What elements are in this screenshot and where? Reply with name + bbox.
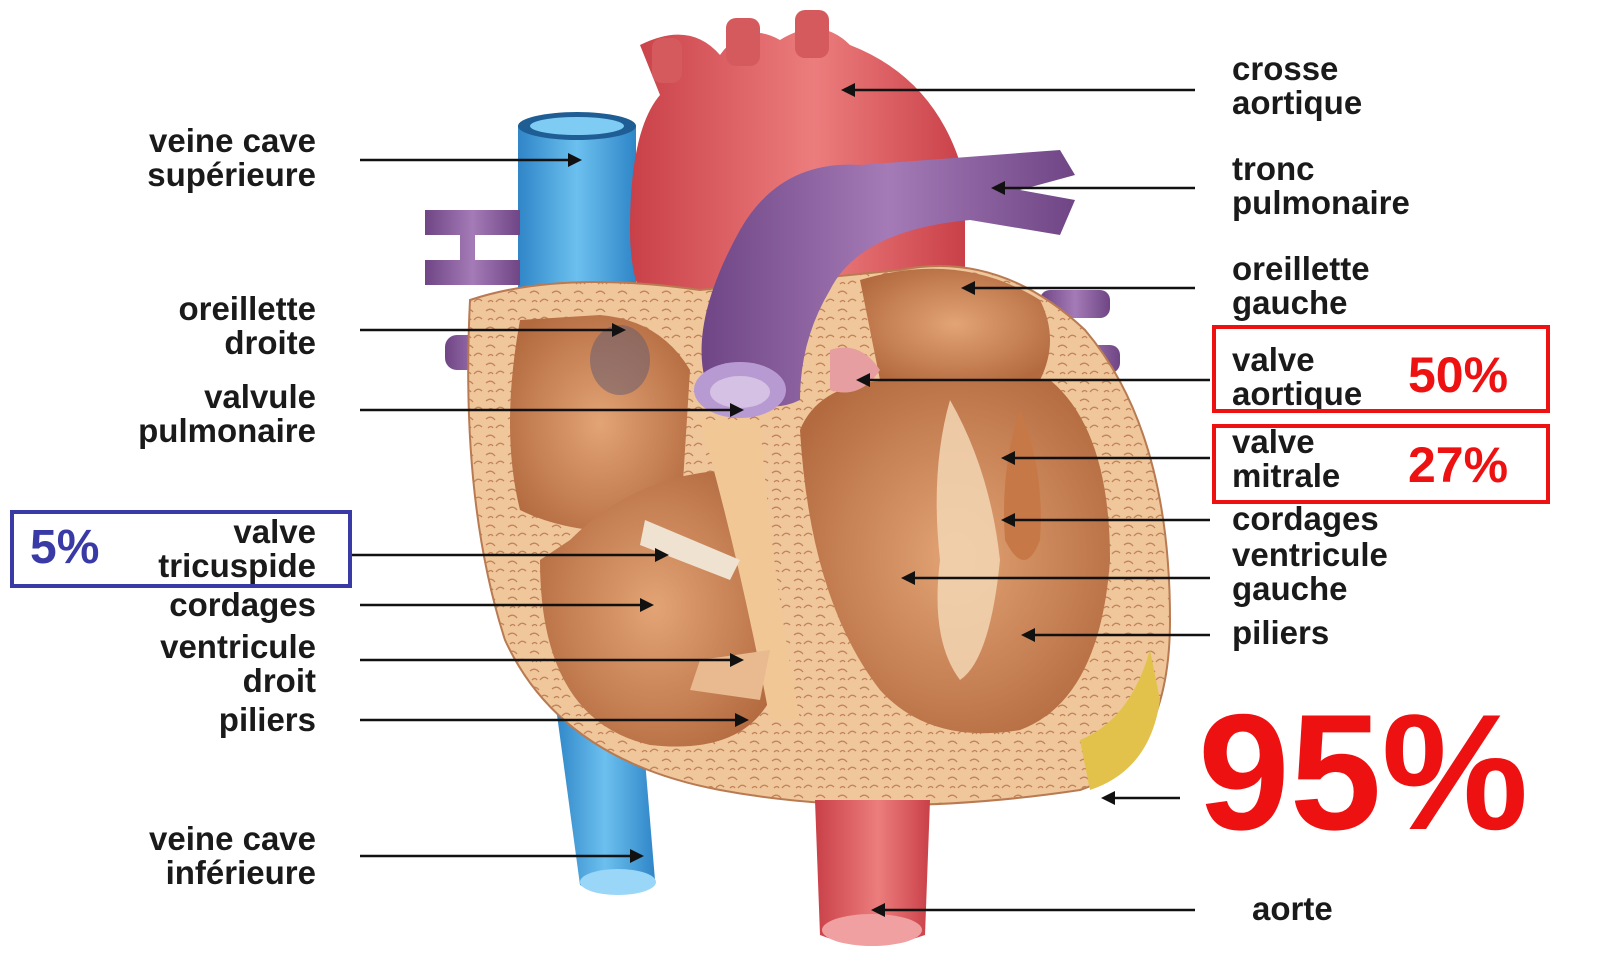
descending-aorta — [815, 800, 930, 946]
label-line: oreillette — [1232, 252, 1370, 286]
label-line: veine cave — [147, 124, 316, 158]
label-cordages-right: cordages — [1232, 502, 1379, 536]
label-line: droit — [160, 664, 316, 698]
label-line: pulmonaire — [1232, 186, 1410, 220]
label-veine-cave-superieure: veine cave supérieure — [147, 124, 316, 192]
label-crosse-aortique: crosse aortique — [1232, 52, 1362, 120]
label-tronc-pulmonaire: tronc pulmonaire — [1232, 152, 1410, 220]
label-line: piliers — [219, 703, 316, 737]
label-line: crosse — [1232, 52, 1362, 86]
label-line: cordages — [169, 588, 316, 622]
label-line: inférieure — [149, 856, 316, 890]
label-line: piliers — [1232, 616, 1329, 650]
label-line: droite — [178, 326, 316, 360]
label-piliers-left: piliers — [219, 703, 316, 737]
label-veine-cave-inferieure: veine cave inférieure — [149, 822, 316, 890]
label-line: veine cave — [149, 822, 316, 856]
label-line: aortique — [1232, 86, 1362, 120]
label-line: supérieure — [147, 158, 316, 192]
label-line: ventricule — [1232, 538, 1388, 572]
label-piliers-right: piliers — [1232, 616, 1329, 650]
total-percent: 95% — [1198, 690, 1528, 855]
label-oreillette-droite: oreillette droite — [178, 292, 316, 360]
mitrale-percent: 27% — [1408, 436, 1508, 494]
label-line: gauche — [1232, 286, 1370, 320]
aortique-percent: 50% — [1408, 346, 1508, 404]
label-valvule-pulmonaire: valvule pulmonaire — [138, 380, 316, 448]
label-line: valvule — [138, 380, 316, 414]
label-ventricule-droit: ventricule droit — [160, 630, 316, 698]
label-line: aorte — [1252, 892, 1333, 926]
label-aorte: aorte — [1252, 892, 1333, 926]
label-line: tronc — [1232, 152, 1410, 186]
label-line: pulmonaire — [138, 414, 316, 448]
label-cordages-left: cordages — [169, 588, 316, 622]
tricuspide-percent: 5% — [30, 520, 99, 575]
label-line: oreillette — [178, 292, 316, 326]
label-ventricule-gauche: ventricule gauche — [1232, 538, 1388, 606]
label-line: ventricule — [160, 630, 316, 664]
label-oreillette-gauche: oreillette gauche — [1232, 252, 1370, 320]
label-line: gauche — [1232, 572, 1388, 606]
label-line: cordages — [1232, 502, 1379, 536]
